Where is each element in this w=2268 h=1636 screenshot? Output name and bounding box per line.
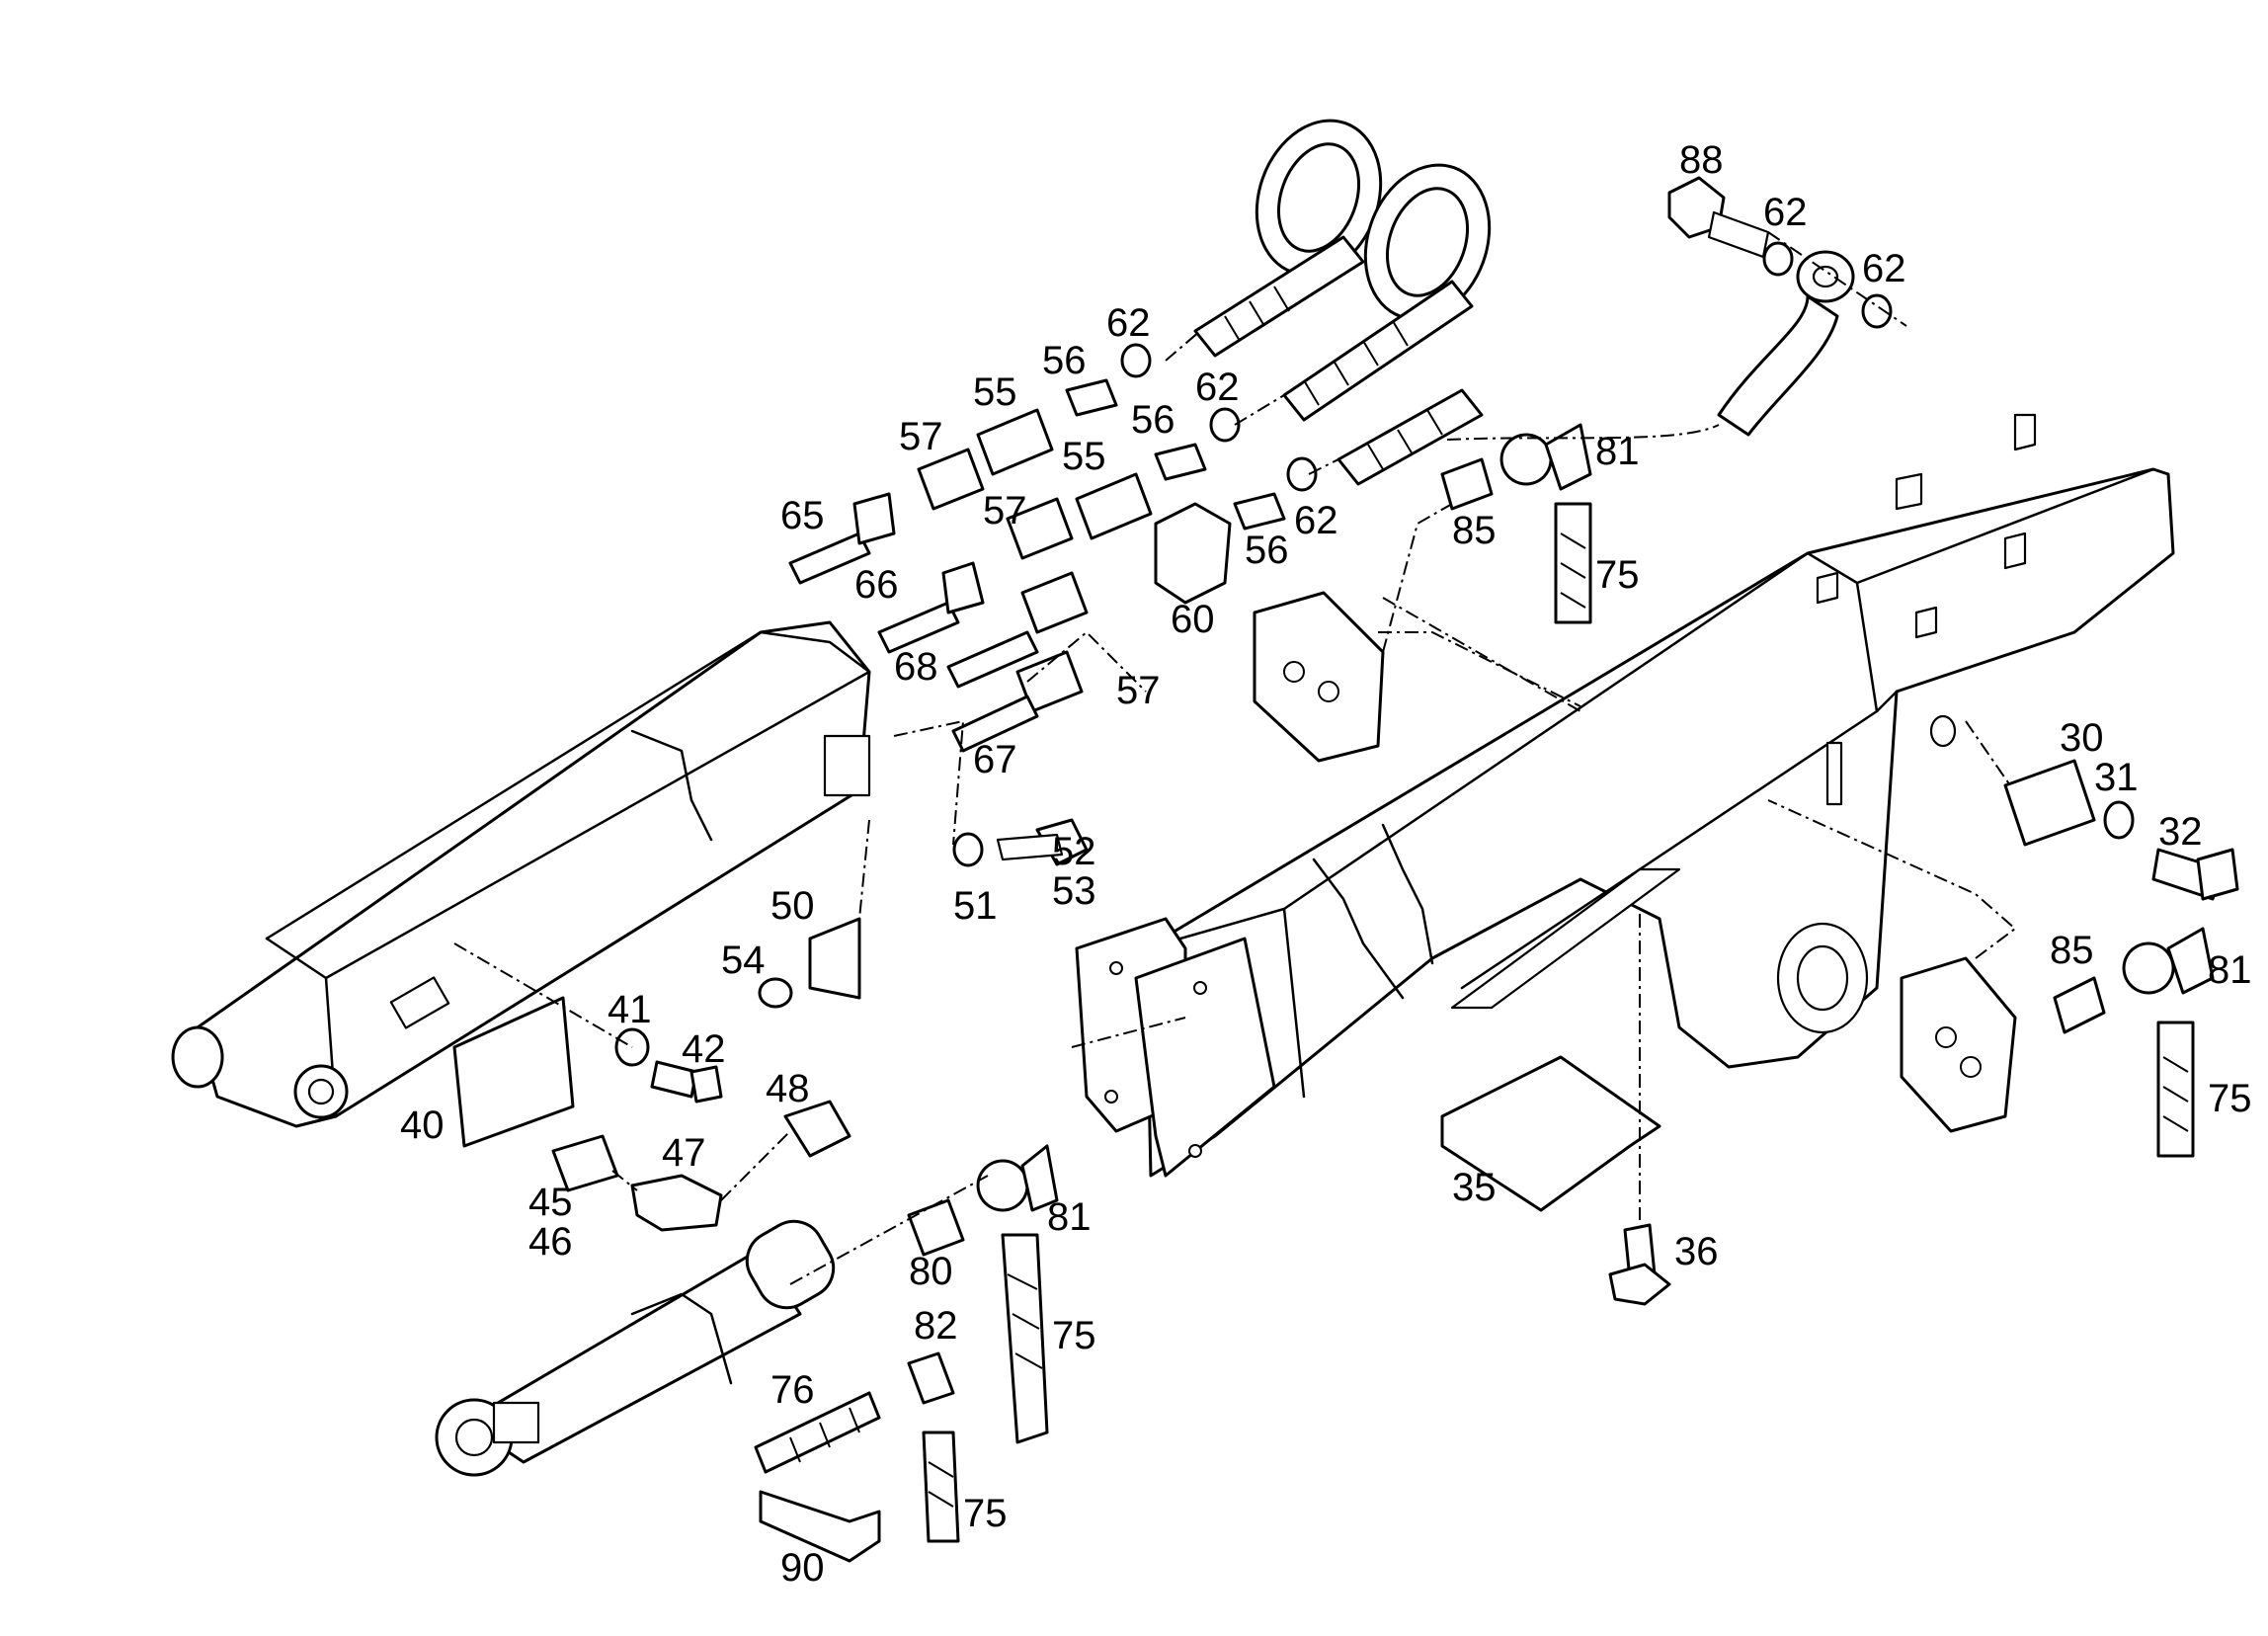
callout-50: 50 (770, 884, 815, 928)
leader-lines (453, 231, 2017, 1285)
callout-53: 53 (1052, 869, 1096, 913)
callout-75: 75 (1052, 1314, 1096, 1357)
callout-85: 85 (1452, 509, 1497, 552)
callout-40: 40 (400, 1104, 445, 1147)
callout-67: 67 (973, 738, 1017, 781)
callout-62: 62 (1763, 191, 1808, 234)
callout-35: 35 (1452, 1166, 1497, 1209)
callout-36: 36 (1674, 1230, 1719, 1273)
callout-62: 62 (1195, 366, 1240, 409)
callout-55: 55 (1062, 435, 1106, 478)
ring-hoses (1193, 119, 1839, 486)
callout-56: 56 (1131, 398, 1175, 442)
callout-80: 80 (909, 1250, 953, 1293)
callout-42: 42 (682, 1027, 726, 1071)
callout-75: 75 (963, 1492, 1008, 1535)
callout-81: 81 (2208, 948, 2252, 992)
callout-62: 62 (1106, 301, 1151, 345)
hydraulic-cylinder (435, 1219, 836, 1477)
callout-62: 62 (1862, 247, 1906, 290)
callout-60: 60 (1171, 598, 1215, 641)
callout-41: 41 (608, 988, 652, 1031)
callout-30: 30 (2060, 716, 2104, 760)
callout-65: 65 (780, 494, 825, 537)
callout-48: 48 (766, 1067, 810, 1110)
callout-56: 56 (1042, 339, 1087, 382)
callout-51: 51 (953, 884, 998, 928)
inner-boom (171, 620, 871, 1128)
main-boom (1075, 413, 2175, 1178)
callout-55: 55 (973, 370, 1017, 414)
callout-46: 46 (528, 1220, 573, 1264)
callout-82: 82 (914, 1304, 958, 1348)
callout-81: 81 (1047, 1195, 1092, 1239)
callout-62: 62 (1294, 499, 1338, 542)
callout-labels: 88 62 62 62 62 62 56 56 56 55 55 57 57 5… (400, 138, 2252, 1590)
callout-90: 90 (780, 1546, 825, 1590)
callout-75: 75 (1595, 553, 1640, 597)
callout-66: 66 (854, 563, 899, 607)
fittings (452, 176, 2239, 1563)
callout-31: 31 (2094, 756, 2139, 799)
callout-57: 57 (899, 415, 943, 458)
callout-76: 76 (770, 1368, 815, 1412)
callout-57: 57 (983, 489, 1027, 532)
callout-47: 47 (662, 1131, 706, 1175)
callout-85: 85 (2050, 929, 2094, 972)
callout-68: 68 (894, 645, 938, 689)
callout-57: 57 (1116, 669, 1161, 712)
callout-75: 75 (2208, 1077, 2252, 1120)
callout-88: 88 (1679, 138, 1724, 182)
callout-32: 32 (2158, 810, 2203, 854)
callout-54: 54 (721, 939, 766, 982)
callout-45: 45 (528, 1181, 573, 1224)
callout-81: 81 (1595, 430, 1640, 473)
callout-56: 56 (1245, 529, 1289, 572)
callout-52: 52 (1052, 830, 1096, 873)
